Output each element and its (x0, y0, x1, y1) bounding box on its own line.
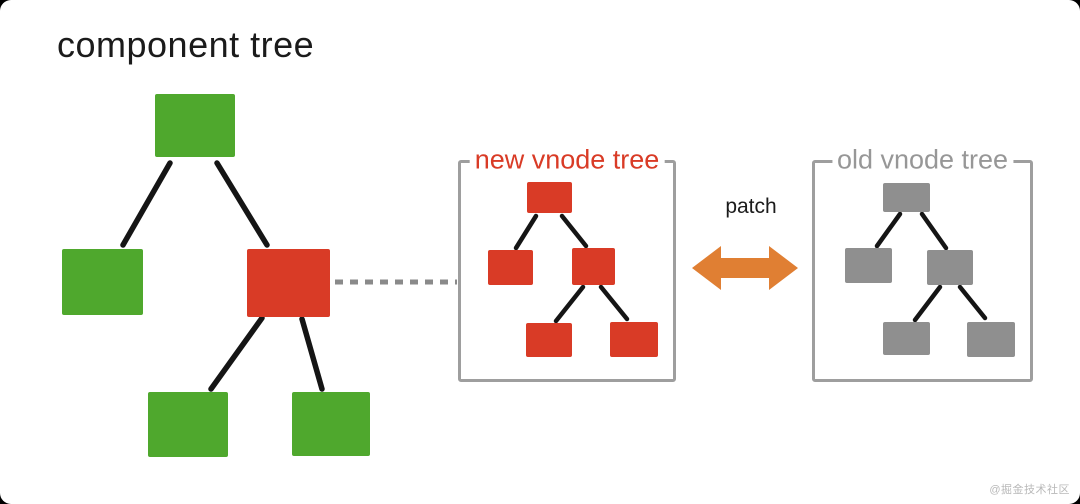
component-root-node (155, 94, 235, 157)
new-vnode-tree-label: new vnode tree (469, 146, 665, 174)
new-vnode-left-child-node (488, 250, 533, 285)
component-grandchild-right-node (292, 392, 370, 456)
patch-label: patch (725, 195, 777, 218)
new-vnode-grandchild-right-node (610, 322, 658, 357)
old-vnode-tree-panel: old vnode tree (812, 146, 1033, 382)
new-vnode-tree-panel: new vnode tree (458, 146, 676, 382)
patch-double-arrow-icon (692, 246, 798, 290)
old-vnode-right-child-node (927, 250, 973, 285)
component-grandchild-left-node (148, 392, 228, 457)
component-edge-root-right (214, 160, 270, 248)
component-changed-node (247, 249, 330, 317)
watermark: @掘金技术社区 (989, 484, 1070, 496)
new-vnode-grandchild-left-node (526, 323, 572, 357)
component-edge-right-childB (299, 316, 325, 392)
component-edge-right-childA (208, 315, 265, 392)
new-vnode-root-node (527, 182, 572, 213)
old-vnode-tree-label: old vnode tree (831, 146, 1014, 174)
page-title: component tree (57, 24, 315, 65)
old-vnode-grandchild-left-node (883, 322, 930, 355)
new-vnode-right-child-node (572, 248, 615, 285)
old-vnode-grandchild-right-node (967, 322, 1015, 357)
component-edge-root-left (120, 160, 173, 248)
component-left-child-node (62, 249, 143, 315)
old-vnode-left-child-node (845, 248, 892, 283)
old-vnode-root-node (883, 183, 930, 212)
patch-double-arrow-shape (692, 246, 798, 290)
